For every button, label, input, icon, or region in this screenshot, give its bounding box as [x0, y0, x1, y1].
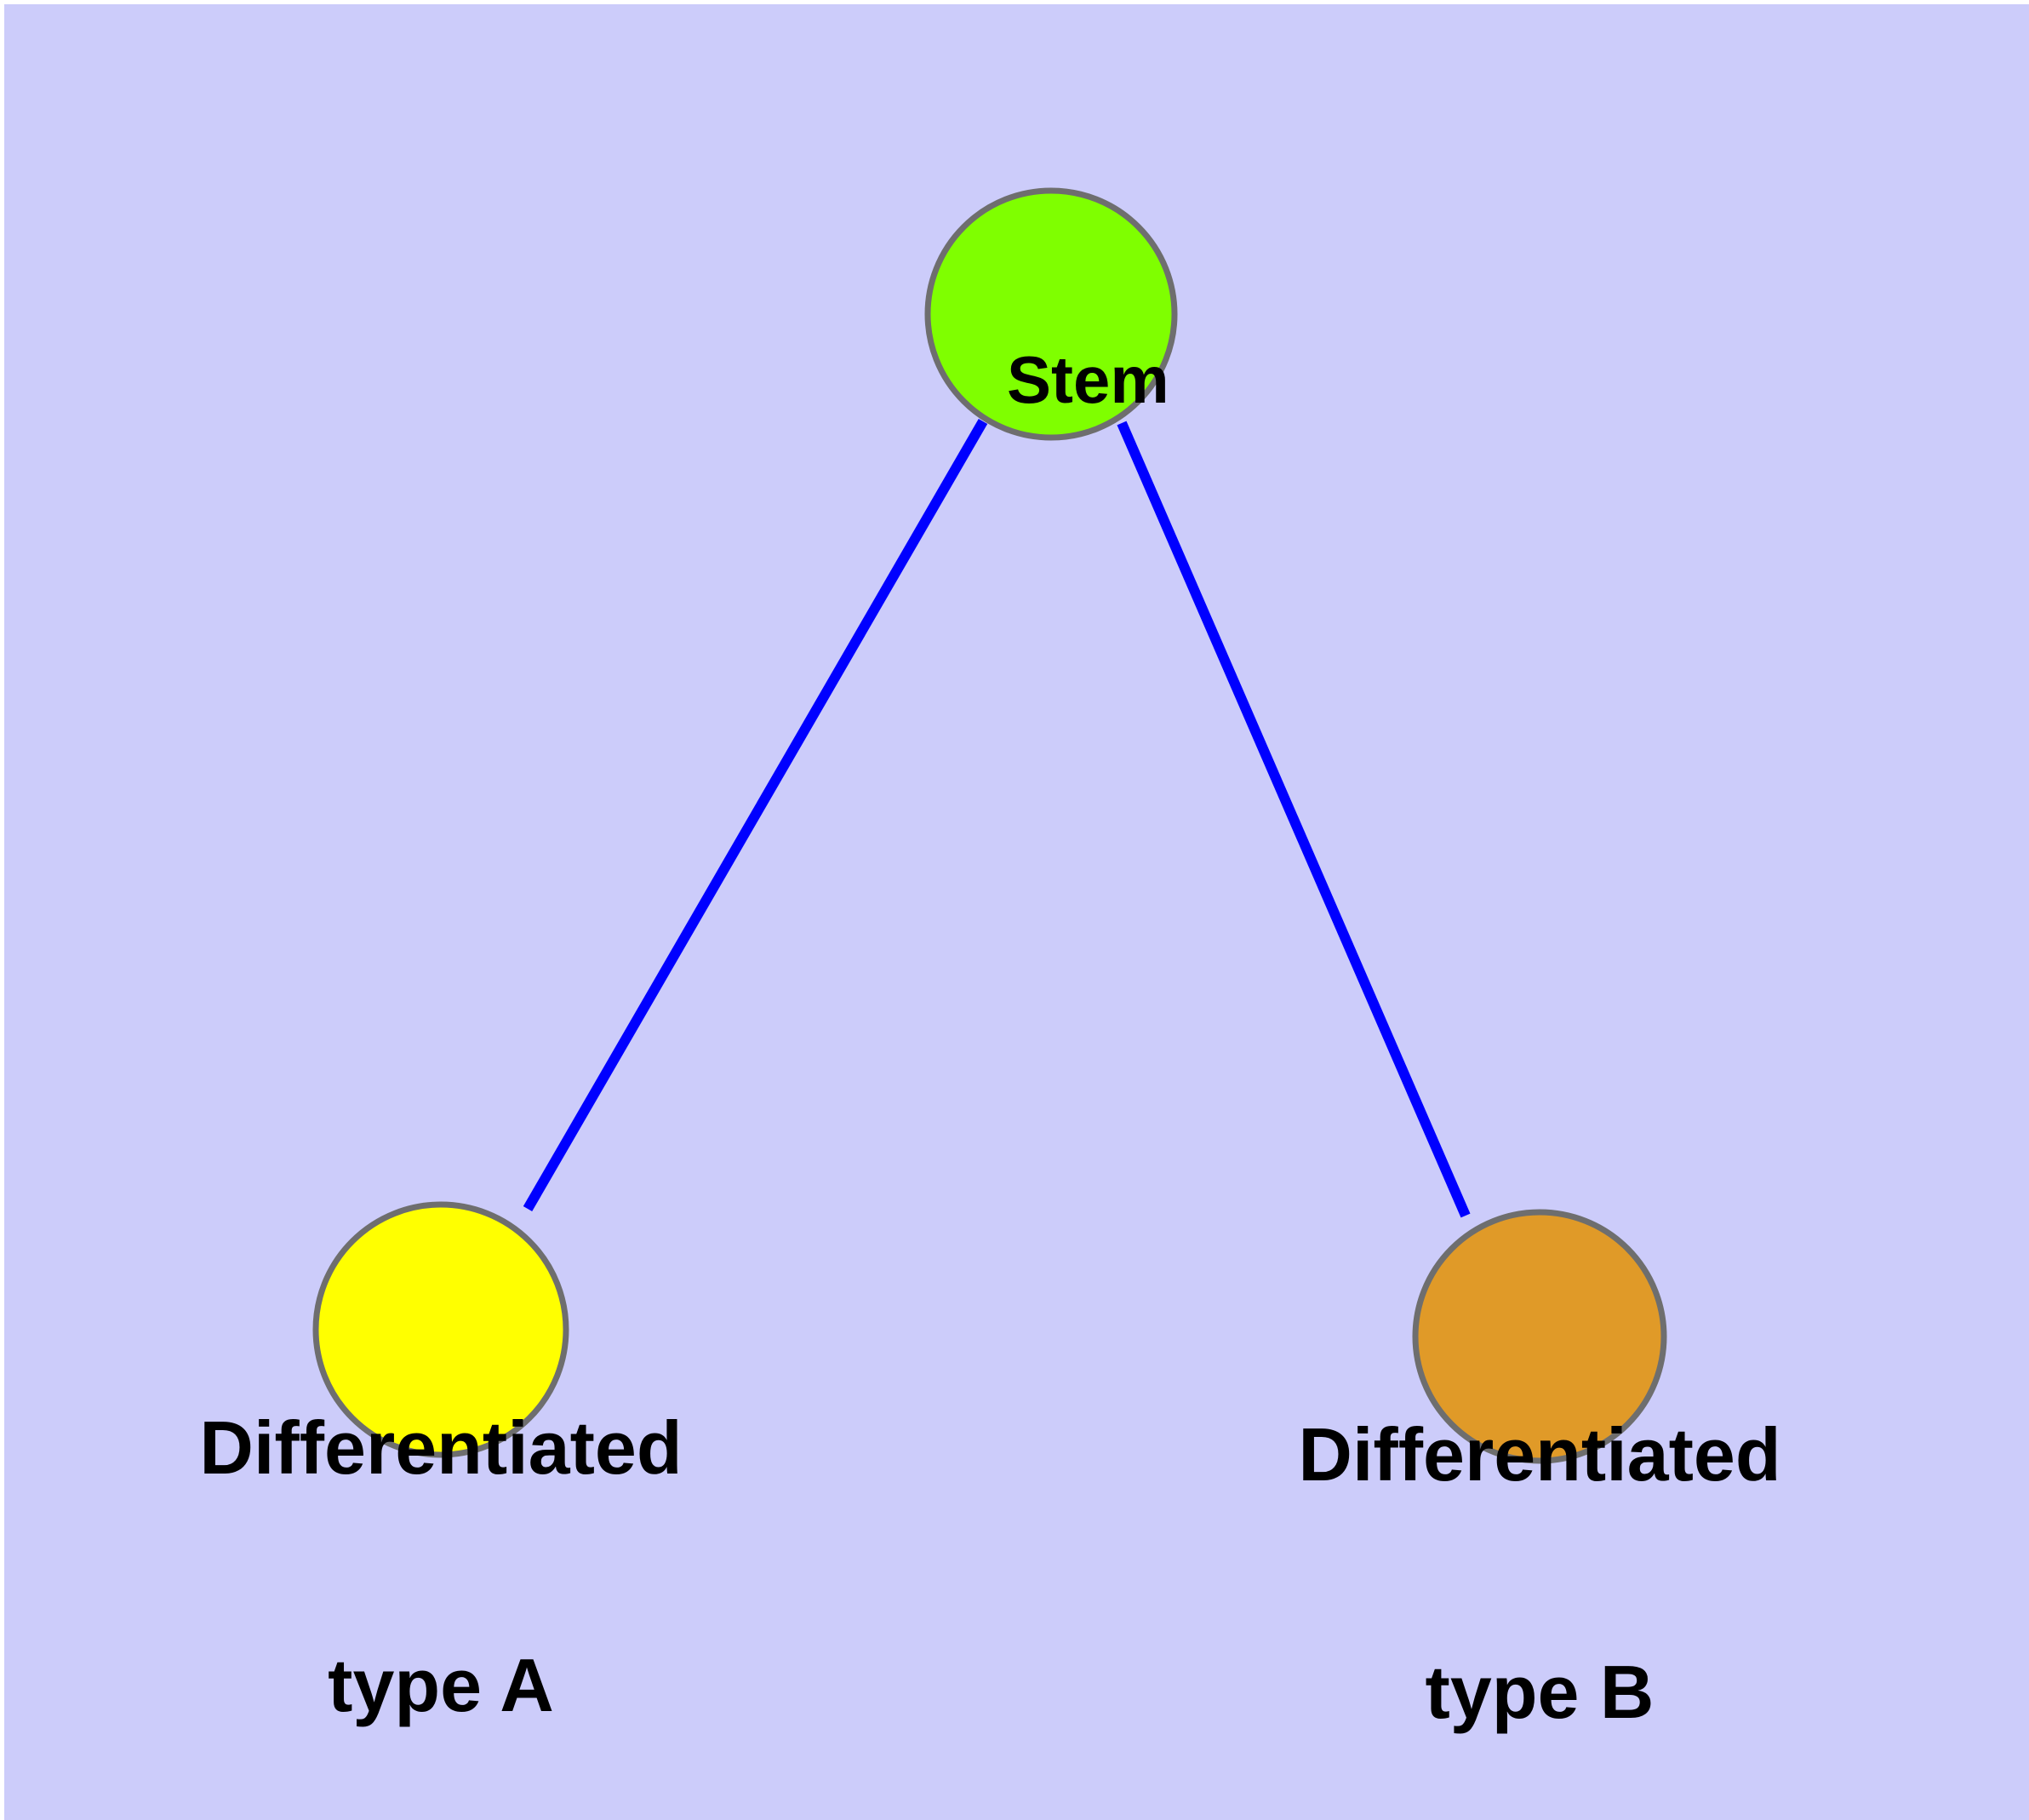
node-diff-b[interactable] — [1412, 1209, 1667, 1464]
edge-layer — [523, 418, 1471, 1218]
node-layer — [312, 187, 1667, 1464]
node-diff-a[interactable] — [312, 1201, 569, 1458]
edge-stem-to-diff-b — [1117, 421, 1471, 1218]
edge-stem-to-diff-a — [523, 418, 988, 1212]
node-stem[interactable] — [924, 187, 1178, 441]
